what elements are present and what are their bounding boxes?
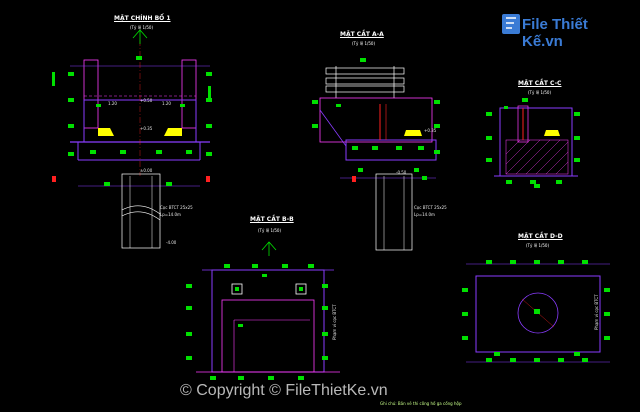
elevation-label: +0.35: [140, 126, 153, 131]
vertical-label-bb: Phạm vi cọc BTCT: [332, 304, 337, 340]
aa-pipe: [404, 130, 422, 136]
title-section-cc: MẶT CẮT C-C: [518, 80, 562, 87]
aa-green-markers: [312, 58, 440, 180]
brand-name: File Thiết Kế.vn: [522, 16, 588, 50]
scale-section-cc: (Tỷ lệ 1/50): [528, 90, 552, 95]
scale-section-bb: (Tỷ lệ 1/50): [258, 228, 282, 233]
aa-slope: [319, 109, 356, 161]
dimension-label: 1.20: [108, 101, 117, 106]
section-aa-view: [312, 58, 440, 251]
elevation-label: -4.00: [166, 240, 177, 245]
elevation-label: ±0.00: [140, 168, 153, 173]
cc-hatch-area: [505, 139, 569, 175]
elev-north-arrow: [132, 29, 148, 44]
cc-green-markers: [486, 98, 580, 188]
title-section-dd: MẶT CẮT D-D: [518, 233, 563, 240]
dd-green-markers: [462, 260, 610, 362]
aa-body: [319, 97, 433, 143]
vertical-label-dd: Phạm vi cọc BTCT: [594, 294, 599, 330]
dd-outer: [475, 275, 601, 353]
dimension-label: 1.20: [162, 101, 171, 106]
copyright-watermark: © Copyright © FileThietKe.vn: [180, 382, 388, 399]
bb-green-markers: [186, 264, 328, 380]
dd-manhole: [517, 292, 559, 334]
scale-section-dd: (Tỷ lệ 1/50): [526, 243, 550, 248]
pile-note: Cọc BTCT 25x25: [414, 205, 447, 210]
bb-opening-left: [231, 283, 243, 295]
elevation-label: -0.50: [396, 170, 407, 175]
aa-rail-top: [325, 67, 405, 75]
pile-note: Cọc BTCT 25x25: [160, 205, 193, 210]
aa-rail-mid: [325, 77, 405, 85]
bb-inner: [221, 299, 315, 373]
bb-opening-right: [295, 283, 307, 295]
drawing-note: Ghi chú: Bản vẽ thi công hố ga cống hộp: [380, 401, 462, 406]
main-elevation-view: [52, 29, 212, 249]
pile-note: Lp=14.0m: [414, 212, 435, 217]
elev-pile: [121, 173, 161, 249]
elev-pipe-left: [98, 128, 114, 136]
scale-main-elevation: (Tỷ lệ 1/50): [130, 25, 154, 30]
section-cc-view: [486, 98, 580, 188]
title-main-elevation: MẶT CHÍNH BỐ 1: [114, 15, 171, 22]
brand-logo-icon: [502, 14, 520, 34]
section-dd-view: [462, 260, 610, 363]
aa-rail-bot: [325, 85, 405, 93]
title-section-aa: MẶT CẮT A-A: [340, 31, 384, 38]
aa-pile: [375, 173, 413, 251]
pile-note: Lp=14.0m: [160, 212, 181, 217]
elev-left-wall: [83, 59, 99, 129]
elev-right-wall: [181, 59, 197, 129]
elevation-label: +0.50: [140, 98, 153, 103]
cc-body: [499, 107, 573, 177]
title-section-bb: MẶT CẮT B-B: [250, 216, 294, 223]
bb-north-arrow: [261, 241, 277, 256]
bb-outer: [211, 269, 325, 373]
section-bb-view: [186, 241, 340, 380]
elev-pipe-right: [164, 128, 182, 136]
elevation-label: +0.35: [424, 128, 437, 133]
scale-section-aa: (Tỷ lệ 1/50): [352, 41, 376, 46]
brand-logo: File Thiết Kế.vn: [500, 12, 630, 50]
